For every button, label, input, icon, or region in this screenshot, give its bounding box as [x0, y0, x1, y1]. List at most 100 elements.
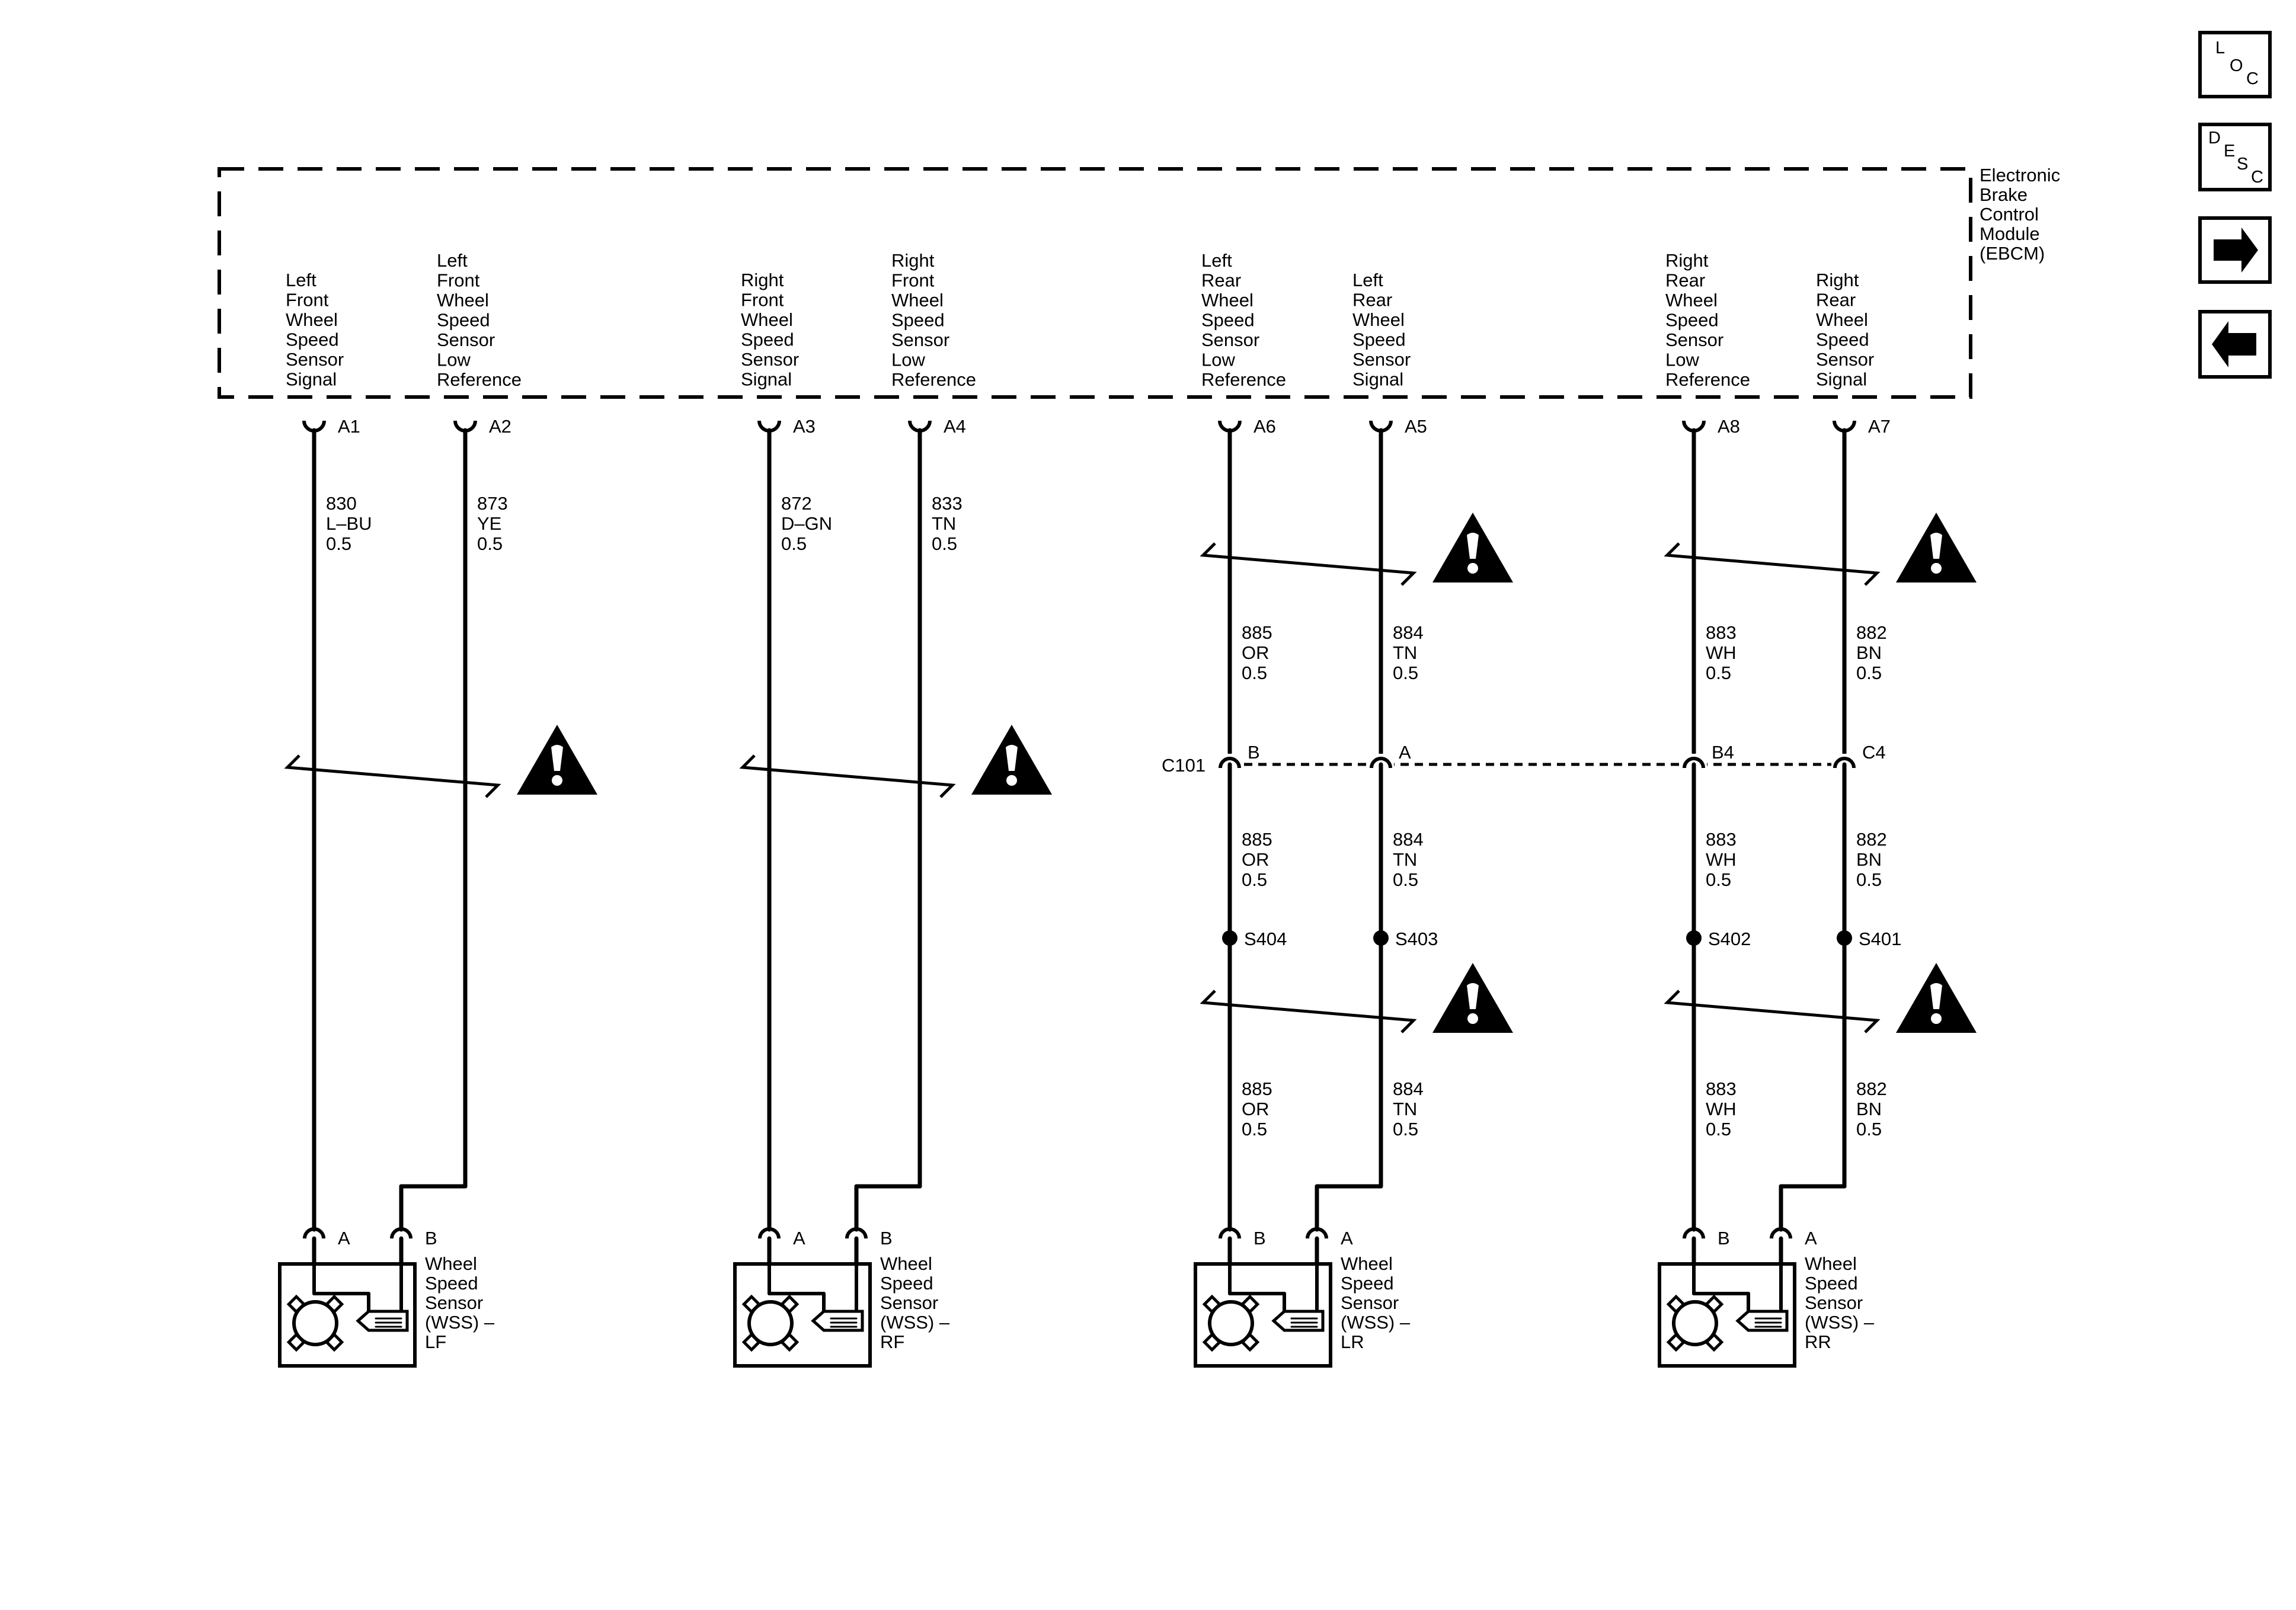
- pin-function-label: Front: [741, 290, 784, 311]
- tone-wheel-tooth: [1202, 1294, 1222, 1314]
- c101-pin-label: B: [1248, 742, 1260, 763]
- warning-triangle-icon: [1896, 513, 1977, 582]
- sensor-label: Sensor: [1341, 1292, 1399, 1313]
- wire-label: OR: [1242, 849, 1269, 870]
- pin-function-label: Sensor: [437, 329, 495, 350]
- wire-label: BN: [1856, 849, 1882, 870]
- pin-function-label: Wheel: [286, 309, 338, 330]
- pin-function-label: Signal: [1352, 369, 1403, 390]
- loc-button[interactable]: L O C: [2198, 31, 2272, 98]
- loc-letter-3: C: [2246, 69, 2259, 88]
- splice-dot: [1837, 930, 1852, 946]
- wire-label: 0.5: [1856, 662, 1882, 683]
- sensor-label: RR: [1805, 1331, 1831, 1352]
- pin-function-label: Right: [1816, 270, 1859, 290]
- desc-letter-1: D: [2208, 129, 2221, 148]
- wire-label: 0.5: [1706, 662, 1731, 683]
- tone-wheel-tooth: [324, 1294, 344, 1314]
- exclamation-bar: [1930, 983, 1942, 1009]
- wire-label: 0.5: [1393, 662, 1418, 683]
- pin-function-label: Left: [286, 270, 316, 290]
- sensor-label: Wheel: [1341, 1253, 1393, 1274]
- exclamation-dot: [552, 775, 562, 786]
- sensor-terminal: [303, 1227, 325, 1239]
- sensor-pin-label: A: [1341, 1228, 1353, 1249]
- wire-label: 0.5: [1242, 1119, 1267, 1140]
- exclamation-bar: [1006, 745, 1018, 771]
- warning-triangle-icon: [517, 725, 597, 795]
- wire-label: 0.5: [932, 533, 957, 554]
- wire-label: 873: [477, 493, 508, 514]
- exclamation-bar: [1467, 983, 1479, 1009]
- exclamation-dot: [1931, 563, 1942, 574]
- harness-break-line: [1664, 990, 1881, 1033]
- ebcm-module-box: [218, 167, 1972, 399]
- wire-label: TN: [1393, 1099, 1417, 1119]
- wire-label: TN: [1393, 849, 1417, 870]
- harness-break-line: [284, 754, 501, 798]
- sensor-label: Speed: [1341, 1273, 1394, 1294]
- sensor-label: LF: [425, 1331, 446, 1352]
- warning-triangle-icon: [1432, 963, 1513, 1033]
- pin-function-label: Low: [1665, 350, 1699, 370]
- sensor-label: (WSS) –: [1805, 1312, 1875, 1333]
- harness-break-line: [1664, 542, 1881, 586]
- pin-function-label: Left: [1201, 250, 1232, 271]
- tone-wheel-tooth: [779, 1332, 800, 1352]
- module-name-line: Module: [1980, 223, 2040, 244]
- sensor-terminal: [1770, 1227, 1792, 1239]
- pin-function-label: Wheel: [1816, 309, 1868, 330]
- wire-label: 0.5: [1856, 869, 1882, 890]
- wire-label: 884: [1393, 622, 1424, 643]
- desc-button[interactable]: D E S C: [2198, 123, 2272, 191]
- pin-function-label: Sensor: [741, 349, 799, 370]
- tone-wheel-tooth: [1202, 1332, 1222, 1352]
- wire-label: WH: [1706, 849, 1737, 870]
- next-page-button[interactable]: [2198, 216, 2272, 284]
- tone-wheel-tooth: [1704, 1332, 1724, 1352]
- exclamation-dot: [1467, 1013, 1478, 1024]
- pin-function-label: Speed: [1201, 310, 1255, 331]
- desc-letter-4: C: [2251, 168, 2263, 187]
- previous-page-button[interactable]: [2198, 310, 2272, 379]
- pin-function-label: Right: [891, 250, 935, 271]
- loc-letter-1: L: [2215, 39, 2225, 57]
- arrow-left-icon: [2212, 321, 2256, 367]
- splice-label: S402: [1708, 929, 1751, 949]
- splice-label: S403: [1395, 929, 1438, 949]
- c101-label: C101: [1162, 755, 1205, 776]
- pin-function-label: Front: [286, 290, 329, 311]
- sensor-label: Sensor: [425, 1292, 483, 1313]
- pickup-coil-icon: [1271, 1310, 1325, 1332]
- module-name-line: Control: [1980, 204, 2039, 225]
- wire-label: 883: [1706, 1078, 1737, 1099]
- wire-label: 884: [1393, 829, 1424, 850]
- pin-id-label: A5: [1405, 416, 1427, 437]
- sensor-pin-label: A: [1805, 1228, 1817, 1249]
- harness-break-line: [739, 754, 956, 798]
- connector-c101: C101: [1162, 755, 1844, 776]
- pin-id-label: A6: [1253, 416, 1276, 437]
- pin-function-label: Speed: [741, 329, 794, 350]
- wire-label: 882: [1856, 829, 1887, 850]
- pin-id-label: A7: [1868, 416, 1891, 437]
- c101-terminal: [1219, 757, 1241, 769]
- wire-label: 0.5: [1706, 869, 1731, 890]
- pin-function-label: Rear: [1665, 270, 1705, 291]
- sensor-label: Sensor: [1805, 1292, 1863, 1313]
- tone-wheel-tooth: [1704, 1294, 1724, 1314]
- pin-function-label: Left: [1352, 270, 1383, 290]
- tone-wheel-tooth: [1666, 1294, 1686, 1314]
- pin-function-label: Signal: [1816, 369, 1867, 390]
- pin-function-label: Reference: [1201, 369, 1286, 390]
- pin-function-label: Reference: [437, 369, 522, 390]
